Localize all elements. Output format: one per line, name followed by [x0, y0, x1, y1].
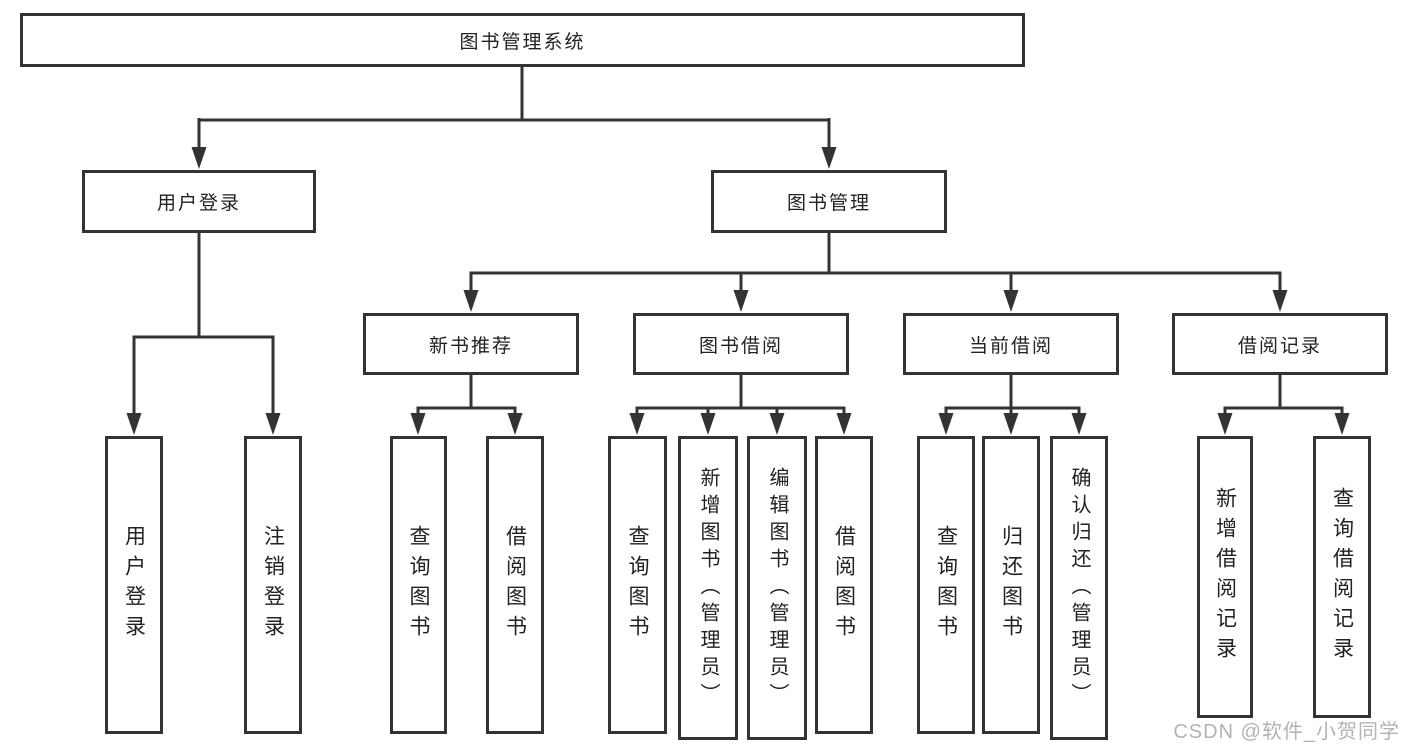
node-label: 借阅图书 [832, 525, 856, 645]
leaf-query-books-borrow: 查询图书 [608, 436, 667, 734]
node-label: 确认归还（管理员） [1068, 466, 1090, 710]
node-label: 用户登录 [156, 193, 241, 214]
node-new-book-recommend: 新书推荐 [363, 313, 579, 375]
node-label: 图书管理系统 [459, 31, 586, 53]
leaf-return-book: 归还图书 [982, 436, 1040, 734]
leaf-confirm-return-admin: 确认归还（管理员） [1050, 436, 1108, 740]
node-label: 编辑图书（管理员） [766, 466, 788, 710]
node-label: 当前借阅 [968, 335, 1053, 357]
node-label: 用户登录 [122, 525, 146, 645]
leaf-add-book-admin: 新增图书（管理员） [678, 436, 738, 740]
node-label: 查询图书 [407, 525, 430, 645]
node-label: 图书管理 [786, 193, 871, 214]
node-label: 查询图书 [626, 525, 649, 645]
leaf-user-login: 用户登录 [105, 436, 163, 734]
node-label: 新书推荐 [428, 335, 513, 357]
watermark: CSDN @软件_小贺同学 [1173, 721, 1400, 743]
leaf-edit-book-admin: 编辑图书（管理员） [747, 436, 807, 740]
node-borrow-records: 借阅记录 [1172, 313, 1388, 375]
leaf-query-books-recommend: 查询图书 [390, 436, 447, 734]
node-label: 注销登录 [261, 525, 285, 645]
leaf-borrow-books-borrow: 借阅图书 [815, 436, 873, 734]
node-book-borrow: 图书借阅 [633, 313, 849, 375]
node-book-management-system: 图书管理系统 [20, 13, 1025, 67]
node-label: 新增借阅记录 [1213, 487, 1237, 667]
node-label: 查询图书 [934, 525, 958, 645]
node-user-login: 用户登录 [82, 170, 316, 233]
node-label: 新增图书（管理员） [697, 466, 719, 710]
node-label: 借阅图书 [503, 525, 527, 645]
node-book-management: 图书管理 [711, 170, 947, 233]
arrowheads [126, 147, 1350, 435]
node-label: 查询借阅记录 [1330, 487, 1354, 667]
node-label: 借阅记录 [1237, 335, 1322, 357]
leaf-add-borrow-record: 新增借阅记录 [1197, 436, 1253, 718]
leaf-borrow-books-recommend: 借阅图书 [486, 436, 544, 734]
leaf-query-books-current: 查询图书 [917, 436, 975, 734]
node-current-borrow: 当前借阅 [903, 313, 1119, 375]
node-label: 图书借阅 [698, 335, 783, 357]
leaf-query-borrow-record: 查询借阅记录 [1313, 436, 1371, 718]
leaf-logout: 注销登录 [244, 436, 302, 734]
node-label: 归还图书 [999, 525, 1023, 645]
